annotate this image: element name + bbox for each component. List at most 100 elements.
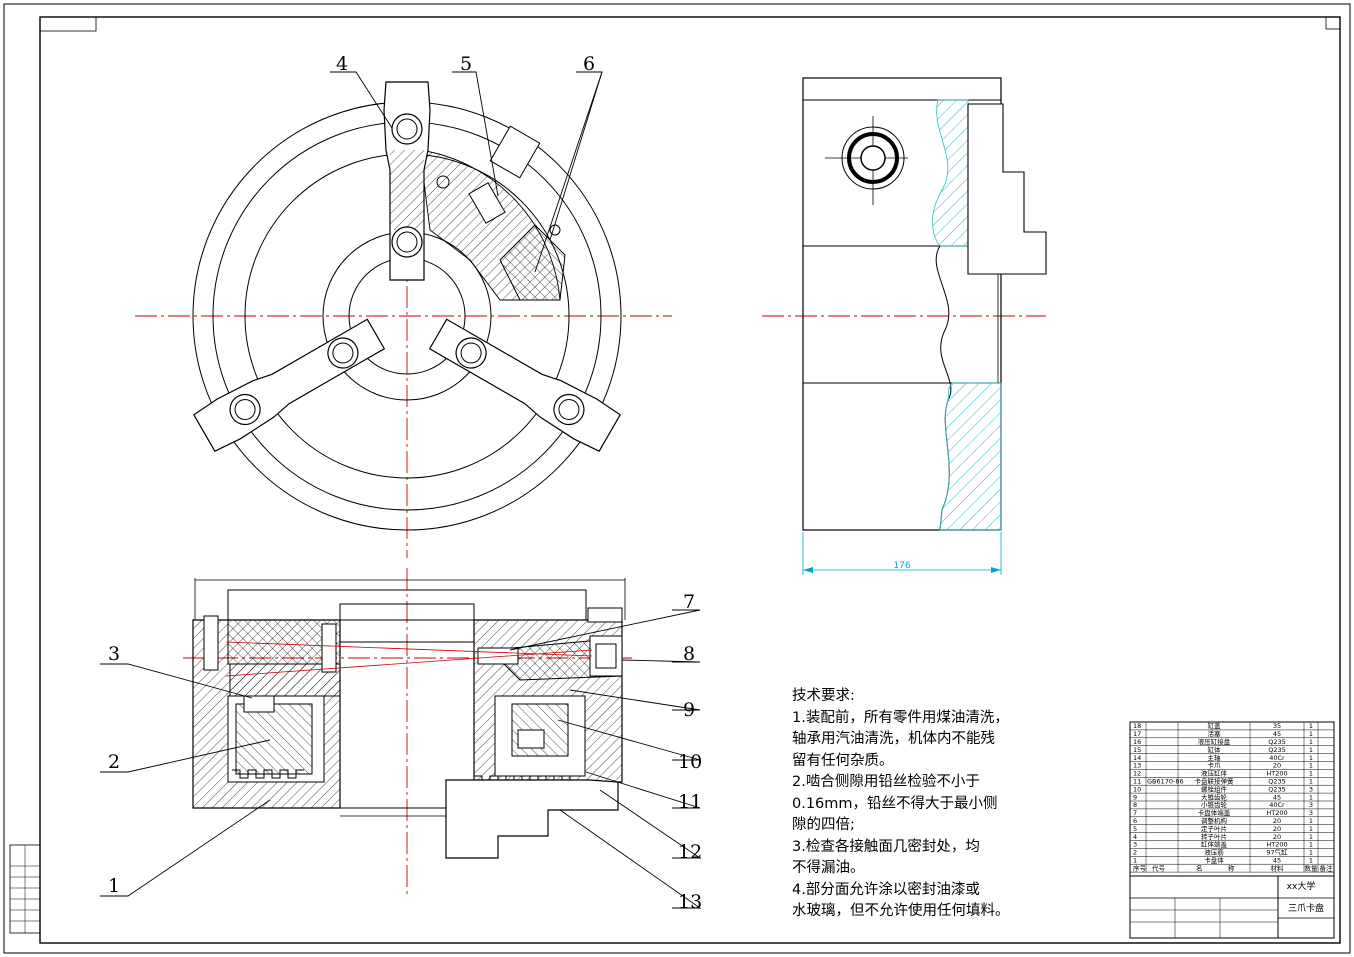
bom-row-qty: 3 <box>1309 785 1313 793</box>
part-label-4: 4 <box>336 53 348 75</box>
bom-row-name: 缸体 <box>1208 745 1222 754</box>
bom-row-qty: 1 <box>1309 770 1313 778</box>
bom-row-number: 4 <box>1133 833 1137 841</box>
bom-row-number: 7 <box>1133 809 1137 817</box>
bom-row-number: 8 <box>1133 801 1137 809</box>
drawing-title: 三爪卡盘 <box>1288 902 1324 914</box>
bom-row-number: 5 <box>1133 825 1137 833</box>
bom-row-qty: 1 <box>1309 778 1313 786</box>
bom-row-qty: 1 <box>1309 817 1313 825</box>
bom-row-name: 转子叶片 <box>1201 832 1227 841</box>
bom-header: 材料 <box>1271 863 1285 872</box>
bom-row-material: 20 <box>1273 817 1281 825</box>
bom-header: 代号 <box>1152 863 1166 872</box>
bom-row-name: 缸盖 <box>1208 721 1222 730</box>
bom-row-qty: 1 <box>1309 793 1313 801</box>
bom-row-number: 12 <box>1133 770 1141 778</box>
part-label-6: 6 <box>583 53 595 75</box>
bom-row-material: Q235 <box>1268 738 1286 746</box>
bom-row-number: 9 <box>1133 793 1137 801</box>
bom-row-name: 卡盘体端盖 <box>1198 808 1231 817</box>
bom-row-material: 45 <box>1273 857 1281 865</box>
bom-row-material: 35 <box>1273 722 1281 730</box>
part-label-7: 7 <box>683 591 695 613</box>
bom-row-name: 缸体端盖 <box>1201 840 1228 849</box>
bom-row-number: 16 <box>1133 738 1141 746</box>
bom-row-material: Q235 <box>1268 746 1286 754</box>
part-label-1: 1 <box>108 875 120 897</box>
bom-row-qty: 1 <box>1309 825 1313 833</box>
bom-row-number: 1 <box>1133 857 1137 865</box>
bom-row-material: Q235 <box>1268 785 1286 793</box>
bom-row-material: 45 <box>1273 793 1281 801</box>
bom-row-qty: 1 <box>1309 762 1313 770</box>
bom-row-number: 13 <box>1133 762 1141 770</box>
tech-req-line: 2.啮合侧隙用铅丝检验不小于 <box>792 774 980 790</box>
bom-header: 称 <box>1228 863 1235 872</box>
part-label-2: 2 <box>108 751 120 773</box>
bom-row-qty: 1 <box>1309 849 1313 857</box>
bom-row-number: 3 <box>1133 841 1137 849</box>
bom-row-material: 45 <box>1273 730 1281 738</box>
bom-row-material: 20 <box>1273 762 1281 770</box>
revision-strip <box>9 844 41 934</box>
bom-row-number: 2 <box>1133 849 1137 857</box>
bom-row-name: 螺栓组件 <box>1201 784 1228 793</box>
dimension-176: 176 <box>893 561 910 571</box>
technical-requirements: 技术要求: 1.装配前，所有零件用煤油清洗， 轴承用汽油清洗，机体内不能残 留有… <box>792 686 1052 923</box>
part-label-12: 12 <box>678 841 702 863</box>
part-label-10: 10 <box>678 751 702 773</box>
bom-row-material: Q235 <box>1268 778 1286 786</box>
bom-row-qty: 3 <box>1309 809 1313 817</box>
bom-row-name: 定子叶片 <box>1201 824 1227 833</box>
bom-row-qty: 1 <box>1309 857 1313 865</box>
corner-title-box <box>39 16 97 32</box>
section-view <box>100 568 702 909</box>
bom-row-number: 14 <box>1133 754 1141 762</box>
bom-row-name: 卡爪 <box>1208 761 1222 770</box>
bom-row-qty: 1 <box>1309 841 1313 849</box>
part-label-3: 3 <box>108 643 120 665</box>
bom-row-qty: 3 <box>1309 801 1313 809</box>
side-view: 176 <box>762 77 1047 575</box>
tech-req-line: 轴承用汽油清洗，机体内不能残 <box>792 731 995 747</box>
bom-row-name: 活塞 <box>1208 729 1222 738</box>
bom-row-number: 15 <box>1133 746 1141 754</box>
part-label-13: 13 <box>678 891 702 913</box>
bom-row-qty: 1 <box>1309 833 1313 841</box>
bom-row-name: 卡盘体 <box>1204 856 1224 865</box>
inner-border <box>39 16 1341 944</box>
bom-row-name: 主轴 <box>1208 753 1222 762</box>
bom-row-number: 18 <box>1133 722 1141 730</box>
bom-row-number: 11 <box>1133 778 1141 786</box>
bom-row-name: 液压缸接盘 <box>1198 737 1231 746</box>
bom-row-material: HT200 <box>1266 841 1287 849</box>
bom-row-material: 20 <box>1273 825 1281 833</box>
part-labels: 4 5 6 3 2 1 7 8 9 10 11 12 13 <box>108 53 702 913</box>
tech-req-line: 4.部分面允许涂以密封油漆或 <box>792 881 980 898</box>
bom-row-material: 20 <box>1273 833 1281 841</box>
bom-row-name: 液压缸体 <box>1201 769 1228 778</box>
bom-row-qty: 1 <box>1309 754 1313 762</box>
bom-row-code: GB6170-86 <box>1147 778 1184 786</box>
tech-req-heading: 技术要求: <box>792 688 855 704</box>
bom-row-name: 液压筋 <box>1204 848 1224 857</box>
tech-req-line: 不得漏油。 <box>792 860 865 876</box>
tech-req-line: 留有任何杂质。 <box>792 752 894 769</box>
bom-row-name: 小锥齿轮 <box>1201 800 1228 809</box>
bom-row-material: 97气缸 <box>1266 848 1288 857</box>
bom-row-qty: 1 <box>1309 746 1313 754</box>
part-label-11: 11 <box>678 791 702 813</box>
bom-header: 备注 <box>1320 863 1334 872</box>
part-label-8: 8 <box>683 643 695 665</box>
bom-row-material: 40Cr <box>1269 754 1285 762</box>
bom-row-name: 大锥齿轮 <box>1201 792 1228 801</box>
bom-row-qty: 1 <box>1309 738 1313 746</box>
bom-header: 名 <box>1196 863 1203 872</box>
outer-border <box>3 3 1351 954</box>
front-view <box>135 71 672 558</box>
bom-row-number: 6 <box>1133 817 1137 825</box>
tech-req-line: 1.装配前，所有零件用煤油清洗， <box>792 709 1009 726</box>
